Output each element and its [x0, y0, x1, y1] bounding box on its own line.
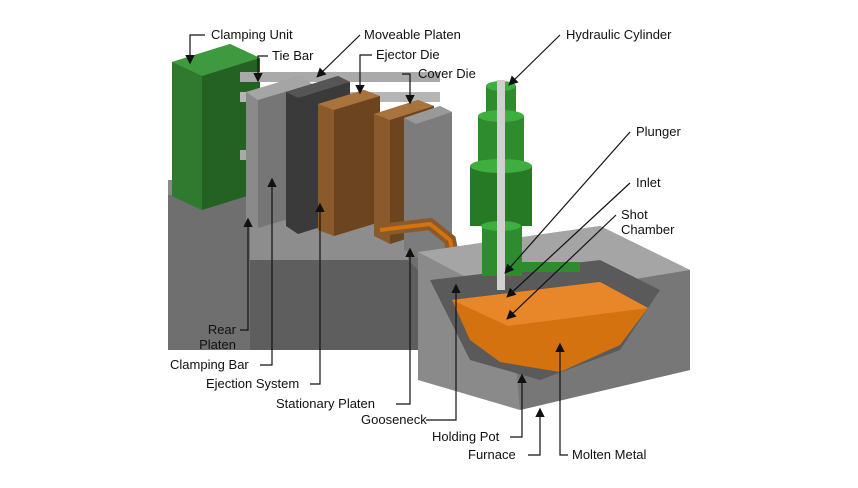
label-cover-die: Cover Die [418, 66, 476, 81]
label-rear-platen-line2: Platen [199, 337, 236, 352]
hydraulic-cylinder-assembly [470, 80, 580, 290]
label-molten-metal: Molten Metal [572, 447, 647, 462]
label-holding-pot: Holding Pot [432, 429, 500, 444]
molten-metal-pool [452, 282, 648, 372]
label-clamping-bar: Clamping Bar [170, 357, 249, 372]
label-tie-bar: Tie Bar [272, 48, 314, 63]
label-furnace: Furnace [468, 447, 516, 462]
label-gooseneck: Gooseneck [361, 412, 427, 427]
label-stationary-platen: Stationary Platen [276, 396, 376, 411]
label-shot-chamber-line2: Chamber [621, 222, 675, 237]
label-clamping-unit: Clamping Unit [211, 27, 293, 42]
label-plunger: Plunger [636, 124, 681, 139]
label-shot-chamber: Shot Chamber [621, 207, 674, 237]
label-hydraulic-cylinder: Hydraulic Cylinder [566, 27, 672, 42]
ejector-die [318, 90, 380, 236]
label-rear-platen: Rear Platen [196, 322, 236, 352]
label-inlet: Inlet [636, 175, 661, 190]
label-moveable-platen: Moveable Platen [364, 27, 461, 42]
label-rear-platen-line1: Rear [207, 322, 236, 337]
label-ejector-die: Ejector Die [376, 47, 440, 62]
label-shot-chamber-line1: Shot [621, 207, 648, 222]
leader-lines [185, 34, 631, 456]
label-ejection-system: Ejection System [206, 376, 300, 391]
